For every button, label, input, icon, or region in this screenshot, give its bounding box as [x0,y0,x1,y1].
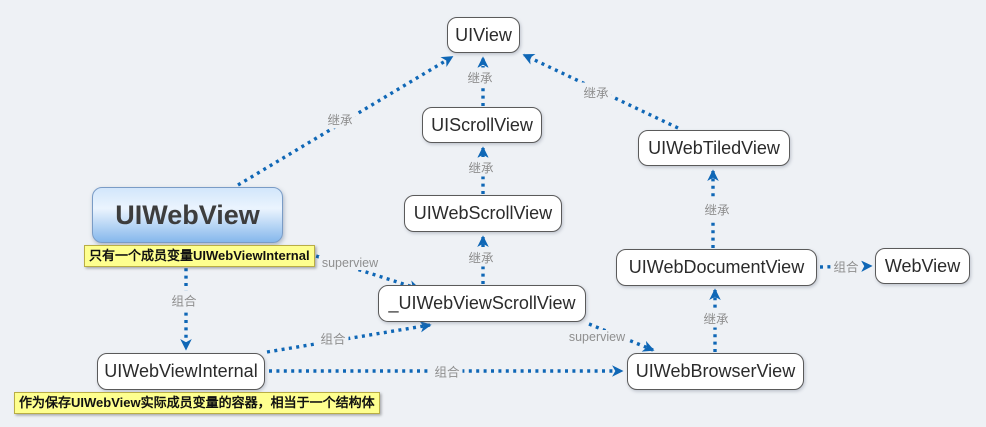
edge-inherit [522,53,679,130]
edge-compose [266,320,432,354]
edge-inherit [237,55,454,187]
edge-superview [588,322,655,352]
edge-superview [287,245,421,292]
edge-compose [819,260,873,272]
